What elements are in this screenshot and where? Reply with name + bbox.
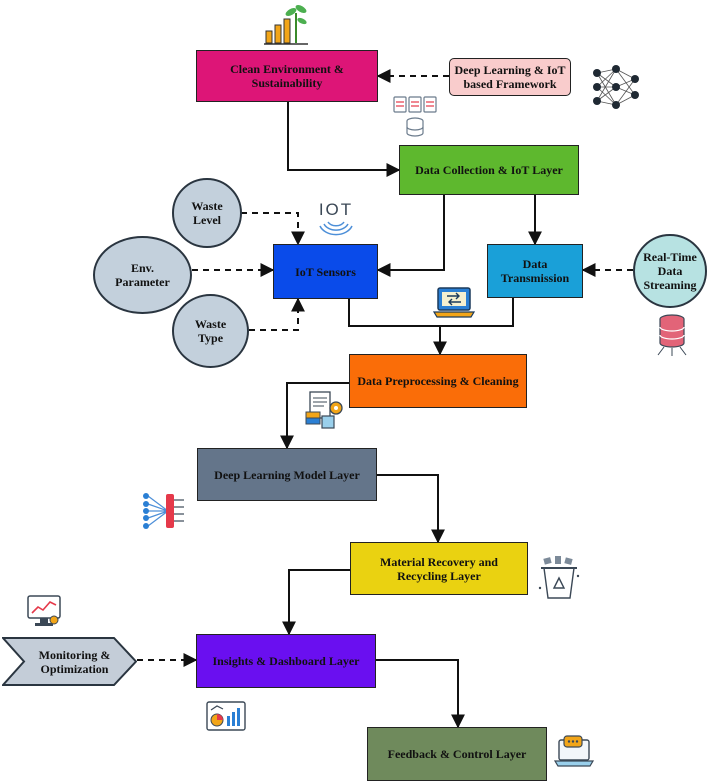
node-data-transmission: Data Transmission — [487, 244, 583, 298]
node-dl-iot-framework: Deep Learning & IoT based Framework — [449, 58, 571, 96]
node-data-preprocessing: Data Preprocessing & Cleaning — [349, 354, 527, 408]
node-feedback-control: Feedback & Control Layer — [367, 727, 547, 781]
dashboard-charts-icon — [206, 701, 246, 731]
node-clean-environment: Clean Environment & Sustainability — [196, 50, 378, 102]
node-monitoring-optimization: Monitoring & Optimization — [2, 637, 137, 686]
laptop-transfer-icon — [433, 287, 475, 318]
server-database-icon — [657, 314, 687, 356]
iot-logo-icon: IOT — [316, 200, 356, 240]
node-material-recovery: Material Recovery and Recycling Layer — [350, 542, 528, 595]
arrow-clean-env-to-data-collection — [287, 102, 401, 177]
arrow-waste-level-to-iot-sensors — [241, 212, 305, 246]
arrow-sensors-to-preprocessing — [348, 299, 447, 356]
report-settings-icon — [305, 391, 343, 429]
arrow-waste-type-to-iot-sensors — [249, 297, 305, 331]
arrow-data-collection-to-iot-sensors — [376, 195, 445, 277]
arrow-material-recovery-to-insights — [282, 569, 350, 636]
node-env-parameter: Env. Parameter — [93, 236, 192, 314]
neural-layers-icon — [143, 493, 184, 529]
neural-network-icon — [593, 65, 639, 109]
documents-database-icon — [393, 96, 437, 137]
monitor-analytics-icon — [27, 595, 61, 626]
laptop-chat-icon — [554, 735, 594, 767]
plant-growth-chart-icon — [264, 5, 308, 45]
node-data-collection: Data Collection & IoT Layer — [399, 145, 579, 195]
node-waste-level: Waste Level — [172, 178, 242, 248]
node-waste-type: Waste Type — [172, 294, 249, 368]
node-dl-model-layer: Deep Learning Model Layer — [197, 448, 377, 501]
arrow-transmission-to-preprocessing — [440, 298, 514, 327]
node-realtime-streaming: Real-Time Data Streaming — [633, 234, 707, 308]
arrow-insights-to-feedback — [376, 659, 465, 729]
node-iot-sensors: IoT Sensors — [273, 244, 378, 299]
arrow-preprocessing-to-dl-model — [280, 382, 349, 450]
node-insights-dashboard: Insights & Dashboard Layer — [196, 634, 376, 688]
recycling-bin-icon — [538, 556, 580, 599]
chevron-shape — [2, 637, 137, 686]
arrow-dl-model-to-material-recovery — [377, 474, 445, 544]
